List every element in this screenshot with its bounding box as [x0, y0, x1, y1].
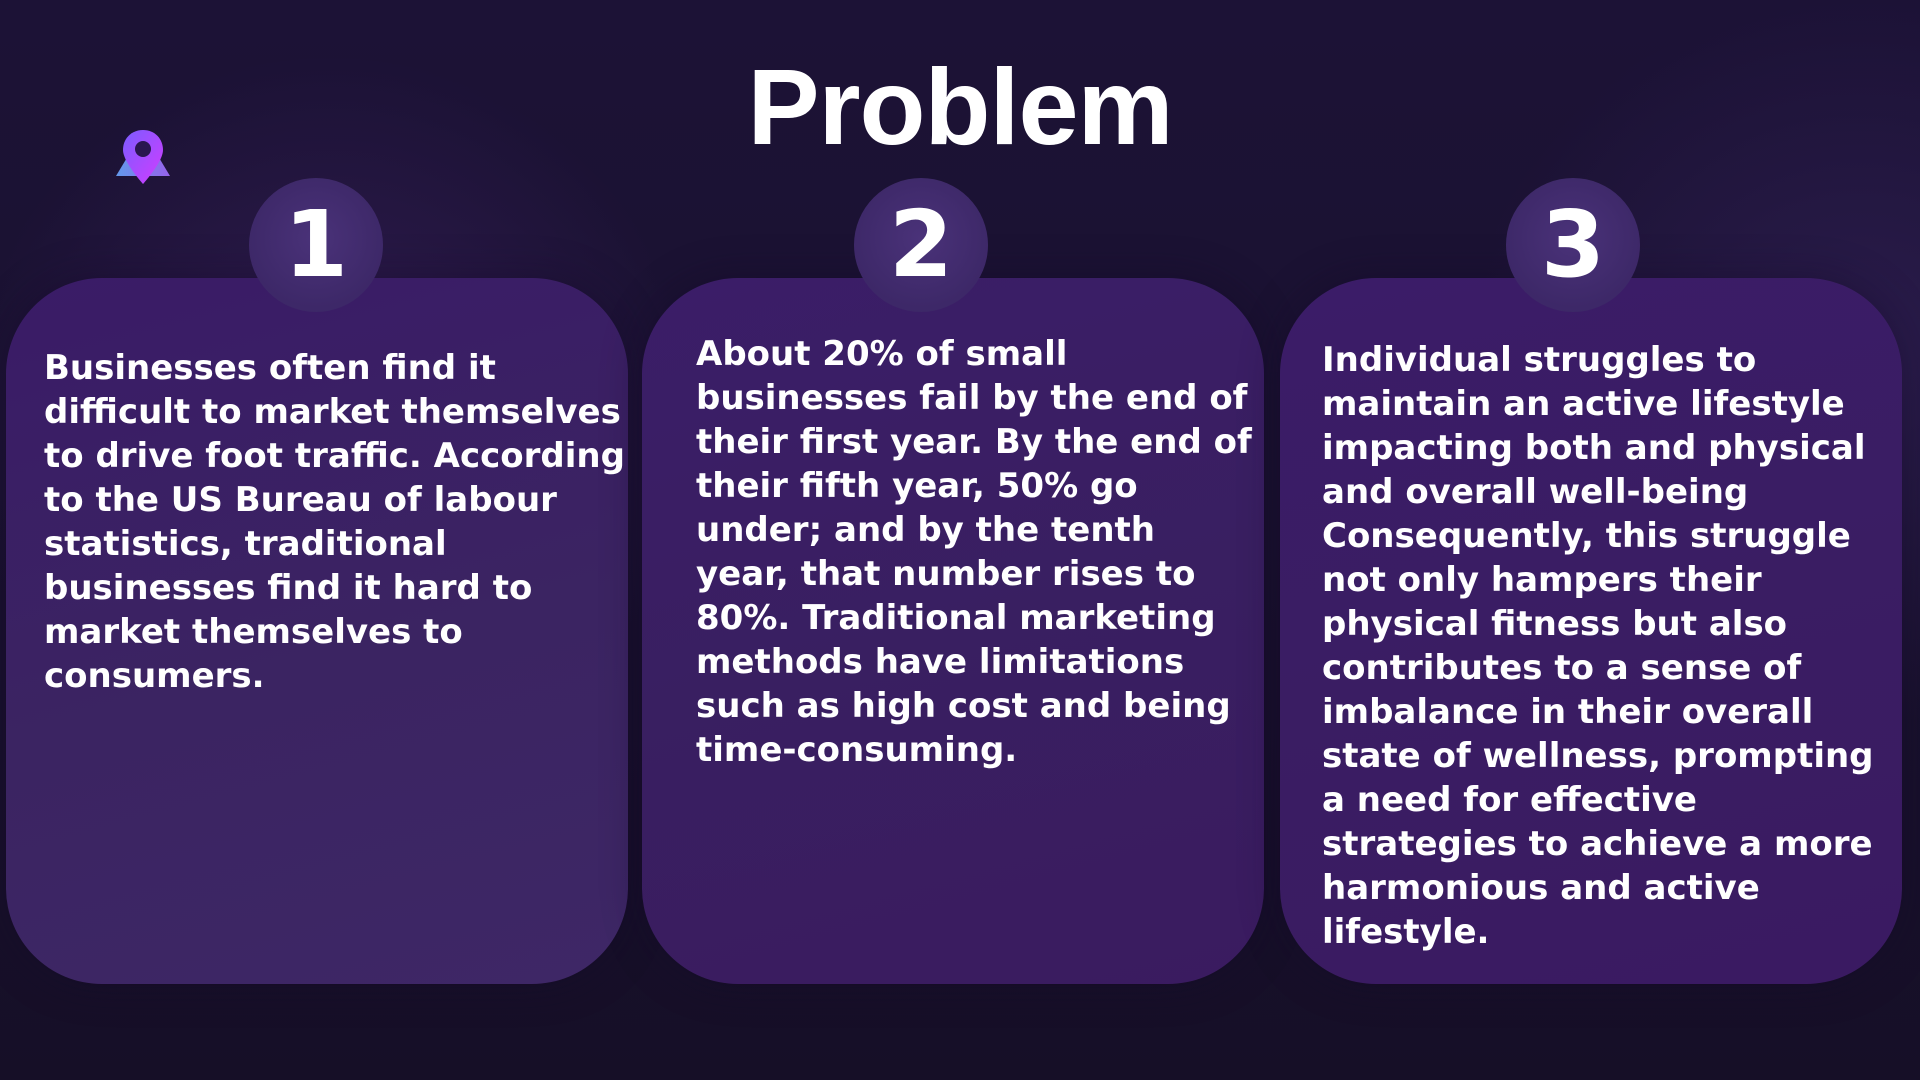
- problem-card-2: [642, 278, 1264, 984]
- problem-card-3: [1280, 278, 1902, 984]
- problem-card-1: [6, 278, 628, 984]
- problem-number-2: 2: [854, 178, 988, 312]
- map-pin-icon: [112, 126, 174, 188]
- page-title: Problem: [747, 46, 1173, 167]
- problem-text-2: About 20% of small businesses fail by th…: [696, 334, 1252, 770]
- problem-number-1: 1: [249, 178, 383, 312]
- problem-number-3: 3: [1506, 178, 1640, 312]
- problem-text-3: Individual struggles to maintain an acti…: [1322, 340, 1874, 952]
- problem-text-1: Businesses often find it difficult to ma…: [44, 348, 625, 696]
